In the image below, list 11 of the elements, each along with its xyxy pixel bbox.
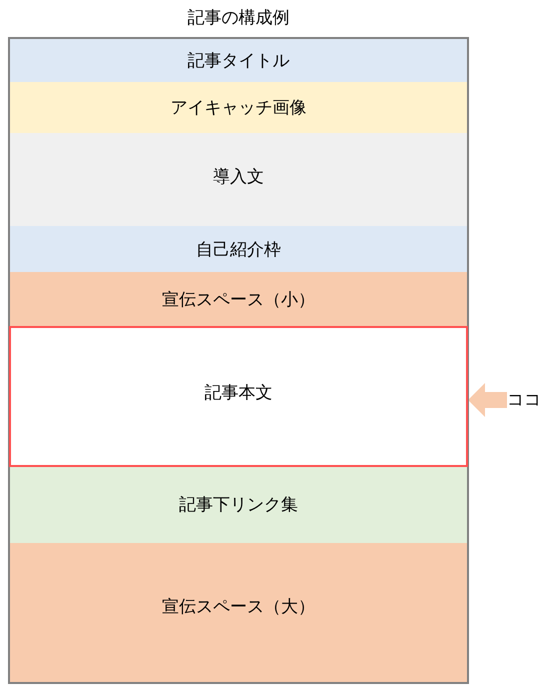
section-band: アイキャッチ画像 <box>10 82 467 133</box>
section-band: 記事タイトル <box>10 39 467 82</box>
section-band: 自己紹介枠 <box>10 226 467 272</box>
highlighted-section-box: 記事本文 <box>9 326 468 467</box>
section-band: 宣伝スペース（大） <box>10 543 467 682</box>
section-band: 宣伝スペース（小） <box>10 272 467 326</box>
block-arrow <box>468 383 507 417</box>
callout-text: ココ <box>507 389 541 411</box>
heading: 記事の構成例 <box>188 7 290 29</box>
section-band: 記事下リンク集 <box>10 467 467 543</box>
section-band: 導入文 <box>10 133 467 226</box>
